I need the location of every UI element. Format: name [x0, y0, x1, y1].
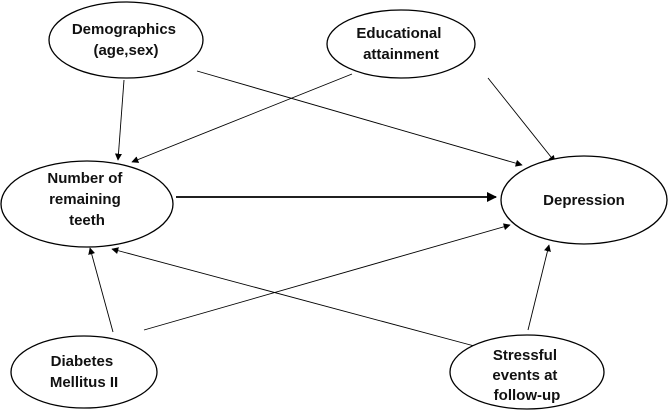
edge-demographics-to-depression — [196, 70, 523, 167]
node-depression-line-1: Depression — [543, 192, 625, 209]
edge-education-to-depression — [487, 77, 556, 163]
node-depression-shape — [500, 155, 668, 245]
edge-stress-to-teeth — [111, 247, 479, 348]
node-teeth: Number of remaining teeth — [0, 160, 174, 248]
node-depression: Depression — [500, 155, 668, 245]
node-education-line-1: Educational — [356, 25, 441, 42]
node-stress-line-2: events at — [492, 367, 557, 384]
node-education-line-2: attainment — [363, 46, 439, 63]
edges — [88, 70, 556, 348]
node-education: Educational attainment — [326, 9, 476, 79]
node-diabetes-line-1: Diabetes — [51, 353, 114, 370]
node-teeth-line-1: Number of — [47, 170, 123, 187]
node-teeth-line-3: teeth — [69, 212, 105, 229]
node-stress-line-1: Stressful — [493, 347, 557, 364]
node-stress-shape — [449, 334, 605, 410]
node-demographics-line-1: Demographics — [72, 21, 176, 38]
edge-diabetes-to-teeth — [88, 247, 114, 333]
edge-demographics-to-teeth — [114, 79, 125, 161]
edge-education-to-teeth — [131, 73, 353, 163]
node-diabetes-shape — [10, 335, 158, 409]
edge-stress-to-depression — [527, 244, 551, 331]
svg-text:Number of remaining: Number of remaining teeth — [47, 170, 126, 229]
svg-text:Diabetes Mellitus II: Diabetes Mellitus II — [50, 353, 118, 391]
svg-text:Stressful events at: Stressful events at follow-up — [492, 347, 561, 404]
edge-diabetes-to-depression — [143, 223, 511, 331]
svg-text:Educational attainment: Educational attainment — [356, 25, 445, 63]
node-demographics-line-2: (age,sex) — [93, 42, 158, 59]
node-demographics: Demographics (age,sex) — [48, 1, 204, 79]
node-diabetes: Diabetes Mellitus II — [10, 335, 158, 409]
node-teeth-shape — [0, 160, 174, 248]
node-demographics-shape — [48, 1, 204, 79]
node-education-shape — [326, 9, 476, 79]
node-stress: Stressful events at follow-up — [449, 334, 605, 410]
node-teeth-line-2: remaining — [49, 191, 121, 208]
node-stress-line-3: follow-up — [494, 387, 561, 404]
svg-text:Demographics (age,sex): Demographics (age,sex) — [72, 21, 180, 59]
svg-text:Depression: Depression — [543, 192, 625, 209]
node-diabetes-line-2: Mellitus II — [50, 374, 118, 391]
